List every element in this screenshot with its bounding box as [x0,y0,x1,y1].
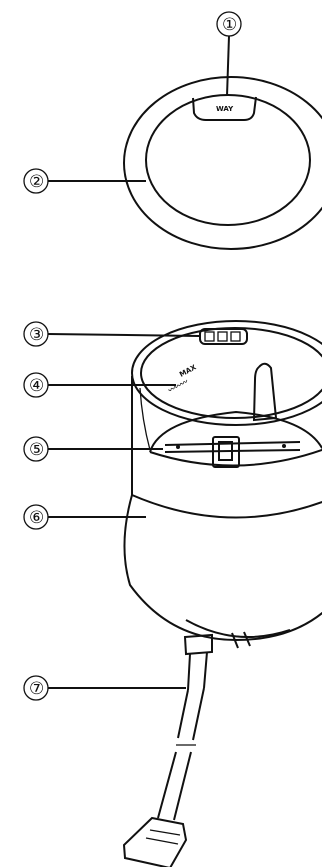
lid-tab-text: WAY [216,105,234,113]
upright-blade [254,364,276,420]
callout-7-number: ⑦ [29,679,44,699]
lid: WAY [124,77,322,249]
power-cord [124,635,212,867]
callout-2: ② [24,169,146,193]
lid-inner-opening [146,95,310,225]
callout-4-number: ④ [29,376,44,396]
callout-5-number: ⑤ [29,440,44,460]
callout-3-number: ③ [29,325,44,345]
callout-5: ⑤ [24,437,163,461]
plug-body [124,818,186,867]
lid-outer-rim [124,77,322,249]
callout-7: ⑦ [24,676,186,700]
callout-3: ③ [24,322,199,346]
callout-4: ④ [24,373,176,397]
callout-2-number: ② [29,172,44,192]
callout-6-number: ⑥ [29,508,44,528]
callout-1-number: ① [222,15,237,35]
callout-1: ① [217,12,241,96]
cord-lower [158,752,191,820]
body-band-line [132,495,322,518]
cord-upper [178,688,204,740]
base-bottom [186,620,290,637]
max-mark: MAX [178,363,198,379]
grinder-body: MAX 〰〰〰 [124,321,322,648]
scale-marks: 〰〰〰 [166,377,190,395]
